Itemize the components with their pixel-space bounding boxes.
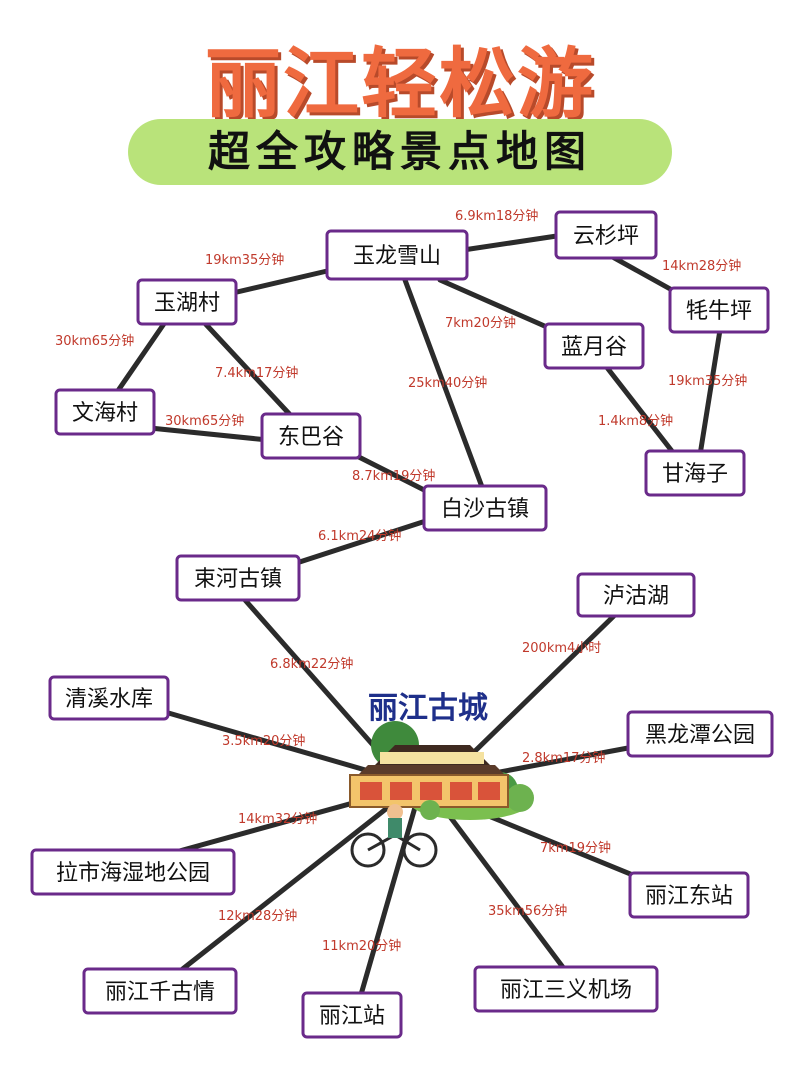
place-node-shuhe[interactable]: 束河古镇 (175, 554, 301, 602)
distance-label: 11km20分钟 (322, 938, 401, 954)
distance-label: 14km32分钟 (238, 811, 317, 827)
distance-label: 200km4小时 (522, 641, 601, 656)
distance-label: 12km28分钟 (218, 908, 297, 924)
route-station-center (357, 787, 423, 1001)
place-label: 蓝月谷 (561, 335, 627, 360)
place-label: 甘海子 (662, 462, 728, 487)
distance-label: 6.9km18分钟 (455, 208, 538, 224)
distance-label: 19km35分钟 (668, 373, 747, 389)
route-baisha-shuhe (272, 515, 438, 573)
distance-label: 19km35分钟 (205, 252, 284, 268)
place-node-dongzhan[interactable]: 丽江东站 (628, 871, 750, 919)
place-node-yuhu[interactable]: 玉湖村 (136, 278, 238, 326)
place-node-lanyue[interactable]: 蓝月谷 (543, 322, 645, 370)
distance-label: 7km20分钟 (445, 315, 516, 331)
distance-label: 7km19分钟 (540, 840, 611, 856)
place-label: 东巴谷 (278, 425, 344, 450)
place-node-lashi[interactable]: 拉市海湿地公园 (30, 848, 236, 896)
place-label: 丽江三义机场 (500, 978, 632, 1003)
place-label: 牦牛坪 (686, 299, 752, 324)
distance-label: 30km65分钟 (165, 413, 244, 429)
route-yulong-yuhu (217, 265, 343, 299)
place-label: 丽江东站 (645, 884, 733, 909)
place-label: 清溪水库 (65, 687, 153, 712)
place-node-wenhai[interactable]: 文海村 (54, 388, 156, 436)
distance-label: 7.4km17分钟 (215, 365, 298, 381)
place-label: 丽江千古情 (105, 980, 215, 1005)
distance-label: 35km56分钟 (488, 903, 567, 919)
distance-label: 3.5km20分钟 (222, 733, 305, 749)
route-airport-center (427, 787, 568, 973)
place-node-airport[interactable]: 丽江三义机场 (473, 965, 659, 1013)
distance-label: 14km28分钟 (662, 258, 741, 274)
place-label: 文海村 (72, 401, 138, 426)
distance-label: 6.8km22分钟 (270, 656, 353, 672)
place-label: 白沙古镇 (441, 497, 529, 522)
distance-label: 30km65分钟 (55, 333, 134, 349)
route-maoniu-ganhaizi (697, 327, 723, 458)
place-node-dongba[interactable]: 东巴谷 (260, 412, 362, 460)
place-node-yulong[interactable]: 玉龙雪山 (325, 229, 469, 281)
distance-label: 25km40分钟 (408, 375, 487, 391)
center-label: 丽江古城 (368, 691, 488, 726)
route-qiangu-center (172, 787, 413, 978)
place-node-baisha[interactable]: 白沙古镇 (422, 484, 548, 532)
place-label: 泸沽湖 (603, 584, 669, 609)
place-node-yunshan[interactable]: 云杉坪 (554, 210, 658, 260)
subtitle-banner: 超全攻略景点地图 (128, 119, 672, 185)
place-label: 黑龙潭公园 (645, 723, 755, 748)
place-node-qingxi[interactable]: 清溪水库 (48, 675, 170, 721)
distance-label: 2.8km17分钟 (522, 750, 605, 766)
route-yuhu-dongba (197, 315, 298, 423)
place-label: 玉湖村 (154, 291, 220, 316)
place-label: 玉龙雪山 (353, 244, 441, 269)
place-node-station[interactable]: 丽江站 (301, 991, 403, 1039)
place-node-ganhaizi[interactable]: 甘海子 (644, 449, 746, 497)
distance-label: 8.7km19分钟 (352, 468, 435, 484)
route-wenhai-dongba (147, 425, 271, 443)
place-label: 云杉坪 (573, 224, 639, 249)
place-node-maoniu[interactable]: 牦牛坪 (668, 286, 770, 334)
route-lanyue-ganhaizi (602, 362, 678, 458)
place-label: 丽江站 (319, 1004, 385, 1029)
route-yulong-yunshan (447, 231, 573, 255)
distance-labels: 6.9km18分钟 19km35分钟 14km28分钟 7km20分钟 30km… (55, 208, 747, 954)
place-node-qiangu[interactable]: 丽江千古情 (82, 967, 238, 1015)
route-yulong-baisha (402, 277, 488, 498)
place-label: 束河古镇 (194, 567, 282, 592)
place-node-lugu[interactable]: 泸沽湖 (576, 572, 696, 618)
place-node-heilong[interactable]: 黑龙潭公园 (626, 710, 774, 758)
place-label: 拉市海湿地公园 (56, 861, 210, 886)
distance-label: 6.1km24分钟 (318, 528, 401, 544)
route-qingxi-center (162, 709, 403, 783)
route-shuhe-center (242, 597, 398, 773)
distance-label: 1.4km8分钟 (598, 413, 673, 429)
route-yuhu-wenhai (112, 312, 173, 398)
page-title: 丽江轻松游 (205, 39, 595, 128)
ancient-town-icon (349, 721, 534, 868)
